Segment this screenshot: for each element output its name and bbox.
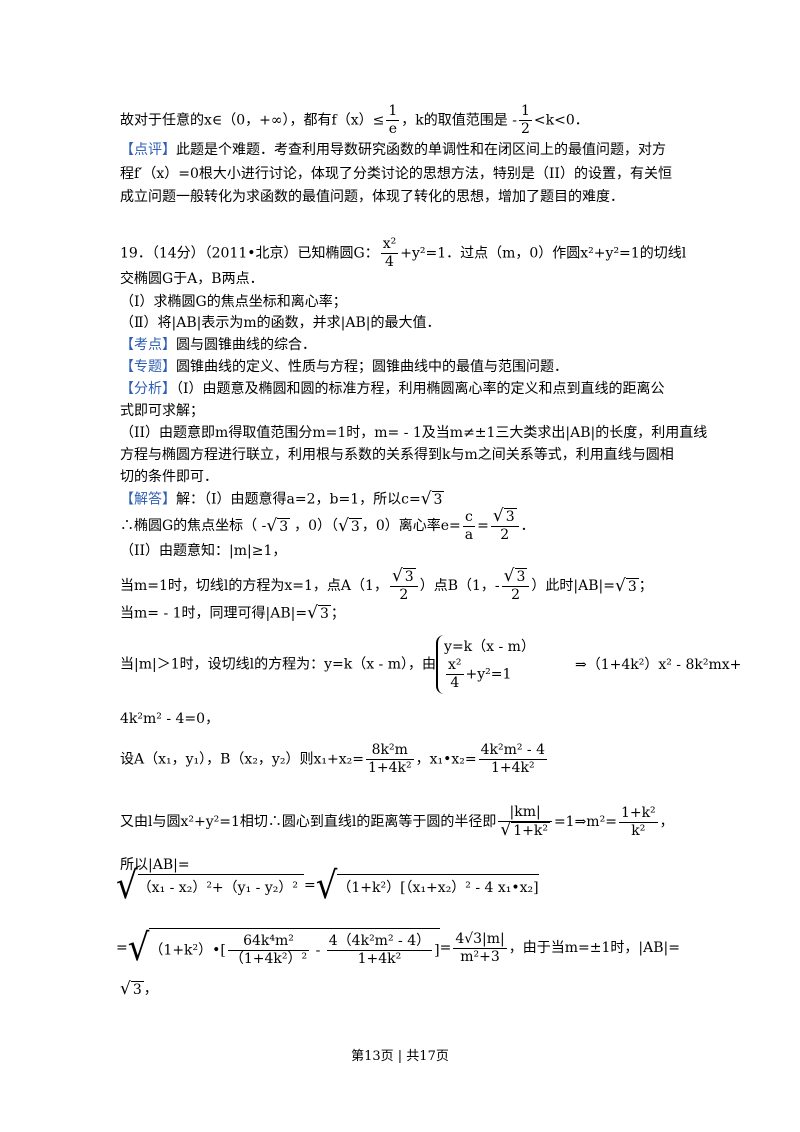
sqrt-3: √3 — [614, 575, 639, 596]
sqrt-3: √3 — [420, 489, 445, 509]
ab-row-1: √（x₁ - x₂）²+（y₁ - y₂）²=√（1+k²）[（x₁+x₂）² … — [116, 863, 539, 908]
zhuanti-line: 【专题】圆锥曲线的定义、性质与方程；圆锥曲线中的最值与范围问题． — [120, 359, 568, 375]
fenxi-line-1: 【分析】（I）由题意及椭圆和圆的标准方程，利用椭圆离心率的定义和点到直线的距离公 — [120, 381, 665, 397]
sqrt-3: √3 — [120, 979, 144, 999]
ab-label: 所以|AB|= — [120, 857, 190, 873]
zhuanti-tag: 【专题】 — [120, 359, 176, 375]
ab-result-fraction: 4√3|m|m²+3 — [453, 930, 507, 965]
jieda-tag: 【解答】 — [120, 491, 176, 508]
jieda-line-1: 【解答】解：（I）由题意得a=2，b=1，所以c=√3 — [120, 489, 445, 509]
review-tag: 【点评】 — [120, 142, 176, 158]
kaodian-tag: 【考点】 — [120, 337, 176, 353]
review-line-2: 程f′（x）=0根大小进行讨论，体现了分类讨论的思想方法，特别是（II）的设置，… — [120, 166, 672, 182]
ab-row-3: √3， — [120, 979, 158, 999]
kaodian-line: 【考点】圆与圆锥曲线的综合． — [120, 337, 316, 353]
fenxi-line-4: 方程与椭圆方程进行联立，利用根与系数的关系得到k与m之间关系等式，利用直线与圆相 — [120, 447, 674, 463]
page-footer: 第13页 | 共17页 — [351, 1049, 449, 1064]
ab-row-2: =√（1+k²）•[64k⁴m²（1+4k²）² - 4（4k²m² - 4）1… — [116, 926, 680, 970]
fenxi-line-2: 式即可求解； — [120, 403, 204, 419]
q19-part1: （Ⅰ）求椭圆G的焦点坐标和离心率； — [120, 294, 347, 310]
distance-fraction: |km|√1+k² — [498, 804, 552, 840]
q19-heading-cont: 交椭圆G于A，B两点． — [120, 271, 264, 287]
review-line-1: 【点评】此题是个难题．考查利用导数研究函数的单调性和在闭区间上的最值问题，对方 — [120, 142, 666, 158]
sqrt-3: √3 — [338, 515, 362, 536]
sqrt-3: √3 — [307, 603, 331, 623]
sqrt-3: √3 — [266, 515, 291, 536]
fenxi-line-3: （II）由题意即m得取值范围分m=1时，m= - 1及当m≠±1三大类求出|AB… — [120, 425, 708, 441]
q19-part2: （Ⅱ）将|AB|表示为m的函数，并求|AB|的最大值． — [120, 315, 441, 331]
fenxi-tag: 【分析】 — [120, 381, 176, 397]
fenxi-line-5: 切的条件即可． — [120, 469, 218, 485]
review-line-3: 成立问题一般转化为求函数的最值问题，体现了转化的思想，增加了题目的难度． — [120, 189, 624, 205]
mm1-line: 当m= - 1时，同理可得|AB|=√3； — [120, 603, 345, 623]
ii-line: （II）由题意知：|m|≥1， — [120, 543, 287, 559]
tangent-line: 又由l与圆x²+y²=1相切∴圆心到直线l的距离等于圆的半径即|km|√1+k²… — [120, 804, 674, 840]
general-line-cont: 4k²m² - 4=0， — [120, 711, 220, 727]
